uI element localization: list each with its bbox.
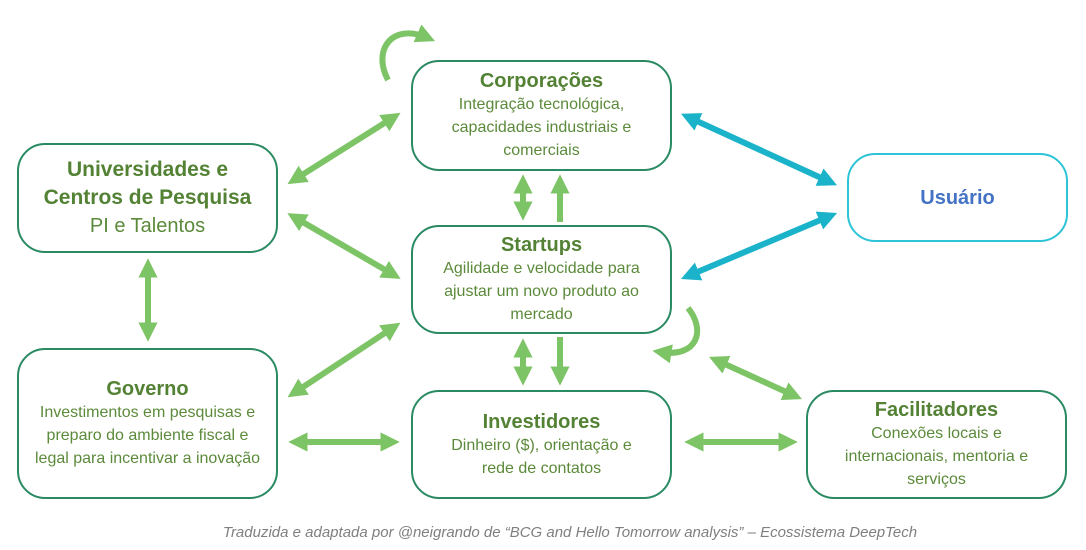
node-usuario: Usuário [847,153,1068,242]
node-desc: Dinheiro ($), orientação e rede de conta… [451,436,632,477]
arrow-universidades-corporacoes [287,112,401,185]
arrow-corporacoes-usuario [681,113,837,186]
node-title: Usuário [920,186,995,209]
node-governo: Governo Investimentos em pesquisas e pre… [17,348,278,499]
node-investidores: Investidores Dinheiro ($), orientação e … [411,390,672,499]
node-corporacoes: Corporações Integração tecnológica, capa… [411,60,672,171]
node-title: Facilitadores [874,399,999,421]
node-desc: Conexões locais e internacionais, mentor… [844,425,1029,488]
node-universidades: Universidades e Centros de Pesquisa PI e… [17,143,278,253]
cycle-arrow-corporacoes [379,24,436,82]
node-title: Startups [500,234,583,256]
node-desc: Agilidade e velocidade para ajustar um n… [443,260,640,323]
caption: Traduzida e adaptada por @neigrando de “… [222,524,918,541]
arrow-startups-facilitadores [709,356,802,400]
node-title: Corporações [479,70,604,92]
node-desc: Integração tecnológica, capacidades indu… [451,96,632,159]
node-startups: Startups Agilidade e velocidade para aju… [411,225,672,334]
node-desc: Investimentos em pesquisas e preparo do … [34,404,261,467]
node-title: Investidores [482,410,601,433]
node-title: Governo [106,378,189,400]
node-facilitadores: Facilitadores Conexões locais e internac… [806,390,1067,499]
node-desc: PI e Talentos [89,215,206,237]
arrow-universidades-startups [287,213,401,279]
cycle-arrow-startups [652,306,701,364]
node-title: Universidades e Centros de Pesquisa [43,158,252,209]
arrow-usuario-startups [680,211,838,281]
arrow-startups-governo [287,322,401,398]
